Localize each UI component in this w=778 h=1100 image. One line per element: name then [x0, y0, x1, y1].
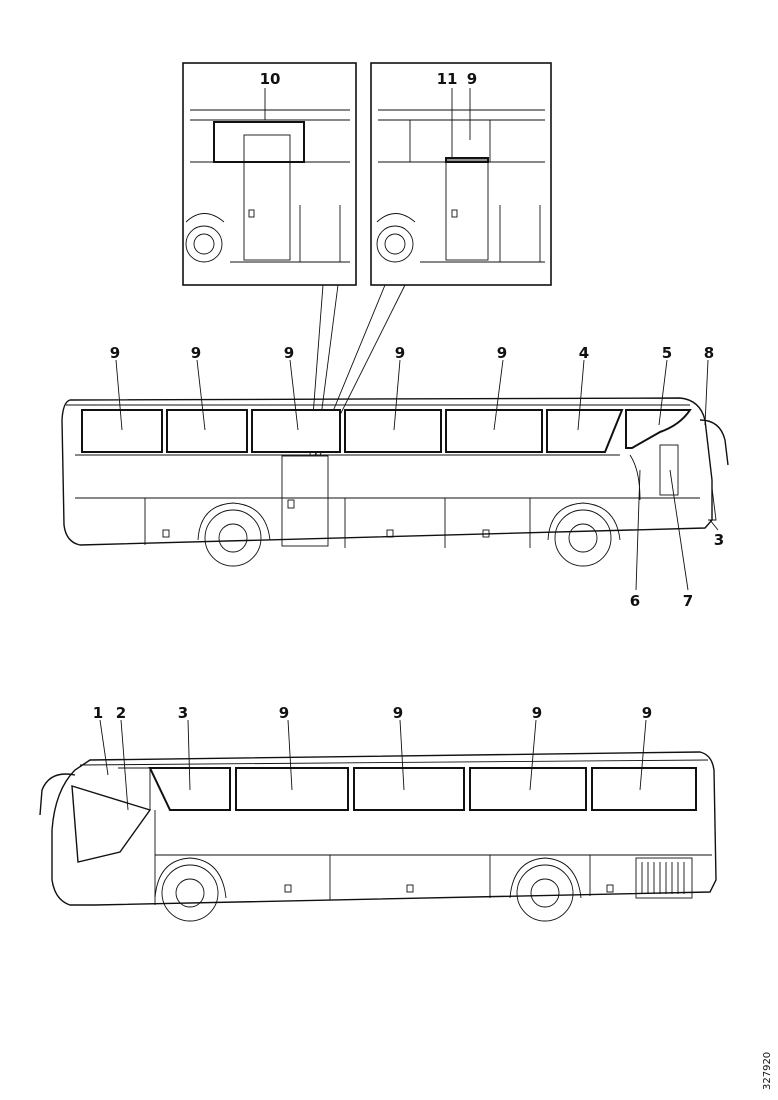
- callout-9-d: 9: [395, 344, 405, 362]
- callout-10: 10: [260, 70, 281, 88]
- callout-9-a: 9: [110, 344, 120, 362]
- callout-11: 11: [437, 70, 458, 88]
- callout-4: 4: [579, 344, 589, 362]
- inset-right-door: [445, 159, 489, 261]
- callout-8: 8: [704, 344, 714, 362]
- callout-9-b: 9: [191, 344, 201, 362]
- callout-9-e: 9: [497, 344, 507, 362]
- callout-2: 2: [116, 704, 126, 722]
- callout-9-c: 9: [284, 344, 294, 362]
- bus-body-lower: [51, 751, 717, 906]
- callout-5: 5: [662, 344, 672, 362]
- callout-9-i: 9: [642, 704, 652, 722]
- callout-7: 7: [683, 592, 693, 610]
- side-view-lower: 1 2 3 9 9 9 9: [39, 704, 717, 922]
- callout-9-g: 9: [393, 704, 403, 722]
- inset-right-frame: [370, 62, 552, 286]
- inset-left-frame: [182, 62, 357, 286]
- callout-9-f: 9: [279, 704, 289, 722]
- callout-3-lower: 3: [178, 704, 188, 722]
- inset-left-door: [243, 134, 291, 261]
- engine-grille: [641, 862, 685, 894]
- callout-9: 9: [467, 70, 477, 88]
- side-view-upper: 9 9 9 9 9 4 5 8 3 6 7: [61, 344, 729, 610]
- inset-left-window: [213, 121, 305, 163]
- callout-6: 6: [630, 592, 640, 610]
- inset-left: 10: [182, 62, 357, 286]
- callout-3-upper: 3: [714, 531, 724, 549]
- callout-9-h: 9: [532, 704, 542, 722]
- reference-number: 327920: [762, 1052, 773, 1090]
- callout-1: 1: [93, 704, 103, 722]
- bus-body-upper: [61, 397, 713, 546]
- inset-right: 11 9: [370, 62, 552, 286]
